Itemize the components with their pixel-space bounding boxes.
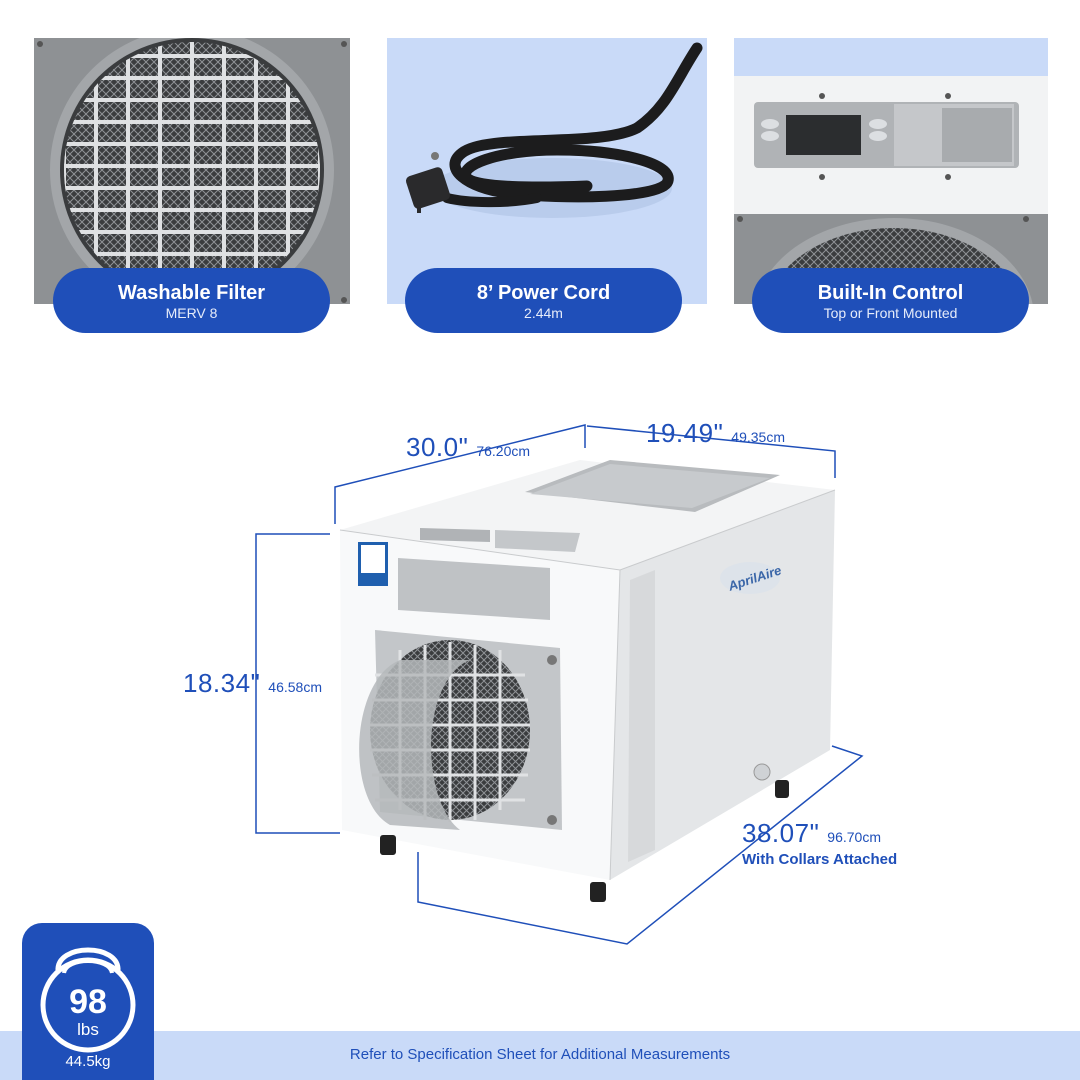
feature-subtitle: 2.44m: [524, 305, 563, 321]
depth-imperial: 30.0": [406, 432, 469, 462]
washable-filter-image: [34, 38, 350, 304]
footer-text: Refer to Specification Sheet for Additio…: [349, 1046, 731, 1063]
filter-grille-icon: [34, 38, 350, 304]
depth-dimension: 30.0" 76.20cm: [406, 432, 530, 463]
feature-title: 8’ Power Cord: [476, 282, 611, 304]
feature-built-in-control: Built-In Control Top or Front Mounted: [752, 268, 1029, 333]
length-imperial: 38.07": [742, 818, 820, 848]
length-dimension: 38.07" 96.70cm: [742, 818, 881, 849]
length-metric: 96.70cm: [827, 829, 881, 845]
power-cord-icon: [387, 38, 707, 304]
width-dimension: 19.49" 49.35cm: [646, 418, 785, 449]
width-imperial: 19.49": [646, 418, 724, 448]
built-in-control-image: [734, 38, 1048, 304]
feature-title: Built-In Control: [817, 282, 964, 304]
weight-unit: lbs: [77, 1020, 99, 1039]
height-dimension: 18.34" 46.58cm: [183, 668, 322, 699]
control-panel-icon: [734, 38, 1048, 304]
feature-washable-filter: Washable Filter MERV 8: [53, 268, 330, 333]
feature-power-cord: 8’ Power Cord 2.44m: [405, 268, 682, 333]
height-imperial: 18.34": [183, 668, 261, 698]
weight-value: 98: [69, 983, 107, 1021]
kettlebell-icon: [40, 947, 136, 1053]
weight-metric: 44.5kg: [65, 1053, 111, 1070]
power-cord-image: [387, 38, 707, 304]
length-note: With Collars Attached: [742, 851, 898, 868]
height-metric: 46.58cm: [268, 679, 322, 695]
depth-metric: 76.20cm: [476, 443, 531, 459]
footer-bar: Refer to Specification Sheet for Additio…: [0, 1031, 1080, 1080]
width-metric: 49.35cm: [731, 429, 785, 445]
feature-title: Washable Filter: [117, 282, 266, 304]
feature-subtitle: MERV 8: [165, 305, 218, 321]
feature-subtitle: Top or Front Mounted: [823, 305, 958, 321]
aprilaire-logo: [720, 562, 780, 594]
dehumidifier-unit-image: AprilAire: [339, 460, 836, 902]
weight-badge: 98 lbs 44.5kg: [22, 923, 154, 1080]
